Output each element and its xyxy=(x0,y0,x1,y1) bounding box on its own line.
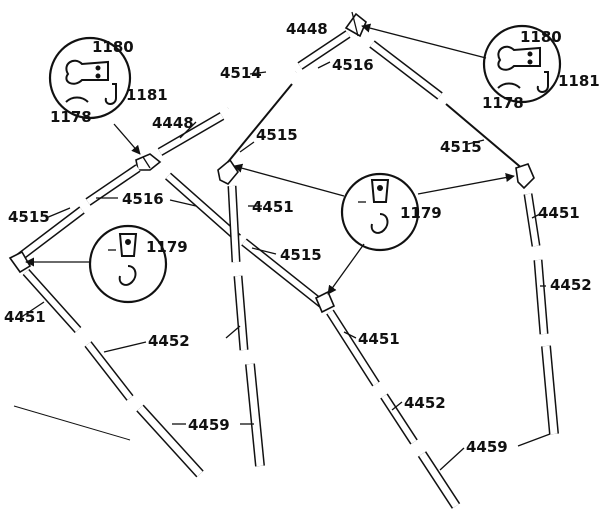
pole-4516-left xyxy=(85,164,141,206)
pole-4514 xyxy=(226,69,298,111)
pole-4516-top-left xyxy=(297,30,351,70)
arrow-center-to-center-connector xyxy=(327,243,365,295)
pole-4451-inner-vertical xyxy=(227,185,241,263)
hook-1181-icon xyxy=(536,71,549,93)
label-4514: 4514 xyxy=(220,64,262,82)
label-1178-left: 1178 xyxy=(50,108,92,126)
label-1179-left: 1179 xyxy=(146,238,188,256)
label-4515-a: 4515 xyxy=(256,126,298,144)
label-4451-a: 4451 xyxy=(252,198,294,216)
pole-4515-center-diagonal xyxy=(241,238,325,308)
pole-4459-inner-vertical xyxy=(245,363,265,467)
label-4515-left: 4515 xyxy=(8,208,50,226)
label-4459-a: 4459 xyxy=(188,416,230,434)
pole-4459-center xyxy=(417,451,461,509)
pole-4459-right-leg xyxy=(541,345,559,435)
connector-4448-left xyxy=(135,153,162,171)
label-1181-right: 1181 xyxy=(558,72,600,90)
arrow-center-to-inner-elbow xyxy=(233,163,345,197)
label-4515-b: 4515 xyxy=(440,138,482,156)
pole-4451-left-leg xyxy=(22,268,82,334)
label-1180-right: 1180 xyxy=(520,28,562,46)
hook-1181-icon xyxy=(104,83,117,105)
hook-1179-icon xyxy=(118,265,137,286)
pole-4515-left-outer xyxy=(13,206,85,264)
bracket-1180-icon xyxy=(497,45,541,71)
label-1178-right: 1178 xyxy=(482,94,524,112)
pole-4515-left-upper xyxy=(157,112,225,156)
bracket-1180-icon xyxy=(65,59,109,85)
pole-4452-left-leg xyxy=(84,341,134,401)
label-4448-top: 4448 xyxy=(286,20,328,38)
pole-4452-inner-vertical xyxy=(233,275,249,351)
connector-center xyxy=(314,290,336,314)
callout-center: 1179 xyxy=(340,172,442,252)
arrow-center-to-right-elbow xyxy=(417,173,515,195)
slide-1179-icon xyxy=(370,179,390,203)
label-4451-c: 4451 xyxy=(358,330,400,348)
label-4452-b: 4452 xyxy=(404,394,446,412)
connector-4448-top xyxy=(344,11,367,38)
callout-left-top: 1180 1181 1178 xyxy=(48,36,168,126)
callout-right-top: 1180 1181 1178 xyxy=(482,24,600,112)
pole-4516-top-right xyxy=(369,40,443,100)
pole-4452-center xyxy=(380,393,418,445)
hook-1179-icon xyxy=(370,213,389,234)
ground-line xyxy=(13,405,131,441)
elbow-right xyxy=(515,163,535,190)
clip-1178-icon xyxy=(65,96,89,103)
label-4451-b: 4451 xyxy=(4,308,46,326)
label-4451-right: 4451 xyxy=(538,204,580,222)
label-4516-left: 4516 xyxy=(122,190,164,208)
pole-4451-right-leg xyxy=(523,193,541,247)
pole-4451-left-inner xyxy=(165,172,241,242)
label-4448-left: 4448 xyxy=(152,114,194,132)
label-1180-left: 1180 xyxy=(92,38,134,56)
label-1179-center: 1179 xyxy=(400,204,442,222)
pole-4452-right-leg xyxy=(533,259,549,335)
label-4516-top: 4516 xyxy=(332,56,374,74)
arrow-left-top-to-connector xyxy=(113,123,141,155)
pole-4515-right-upper xyxy=(445,103,525,171)
callout-left-mid: 1179 xyxy=(88,224,188,304)
left-frame xyxy=(8,69,298,478)
label-1181-left: 1181 xyxy=(126,86,168,104)
pole-4459-left-leg xyxy=(136,404,204,478)
label-4452-right: 4452 xyxy=(550,276,592,294)
clip-1178-icon xyxy=(497,82,521,89)
pole-4451-center xyxy=(326,309,380,387)
right-frame xyxy=(241,11,559,509)
arrow-right-top-to-connector xyxy=(361,23,487,59)
slide-1179-icon xyxy=(118,233,138,257)
label-4452-a: 4452 xyxy=(148,332,190,350)
pole-4515-inner-upper xyxy=(227,83,293,163)
label-4459-b: 4459 xyxy=(466,438,508,456)
label-4515-center: 4515 xyxy=(280,246,322,264)
elbow-inner xyxy=(217,158,239,185)
